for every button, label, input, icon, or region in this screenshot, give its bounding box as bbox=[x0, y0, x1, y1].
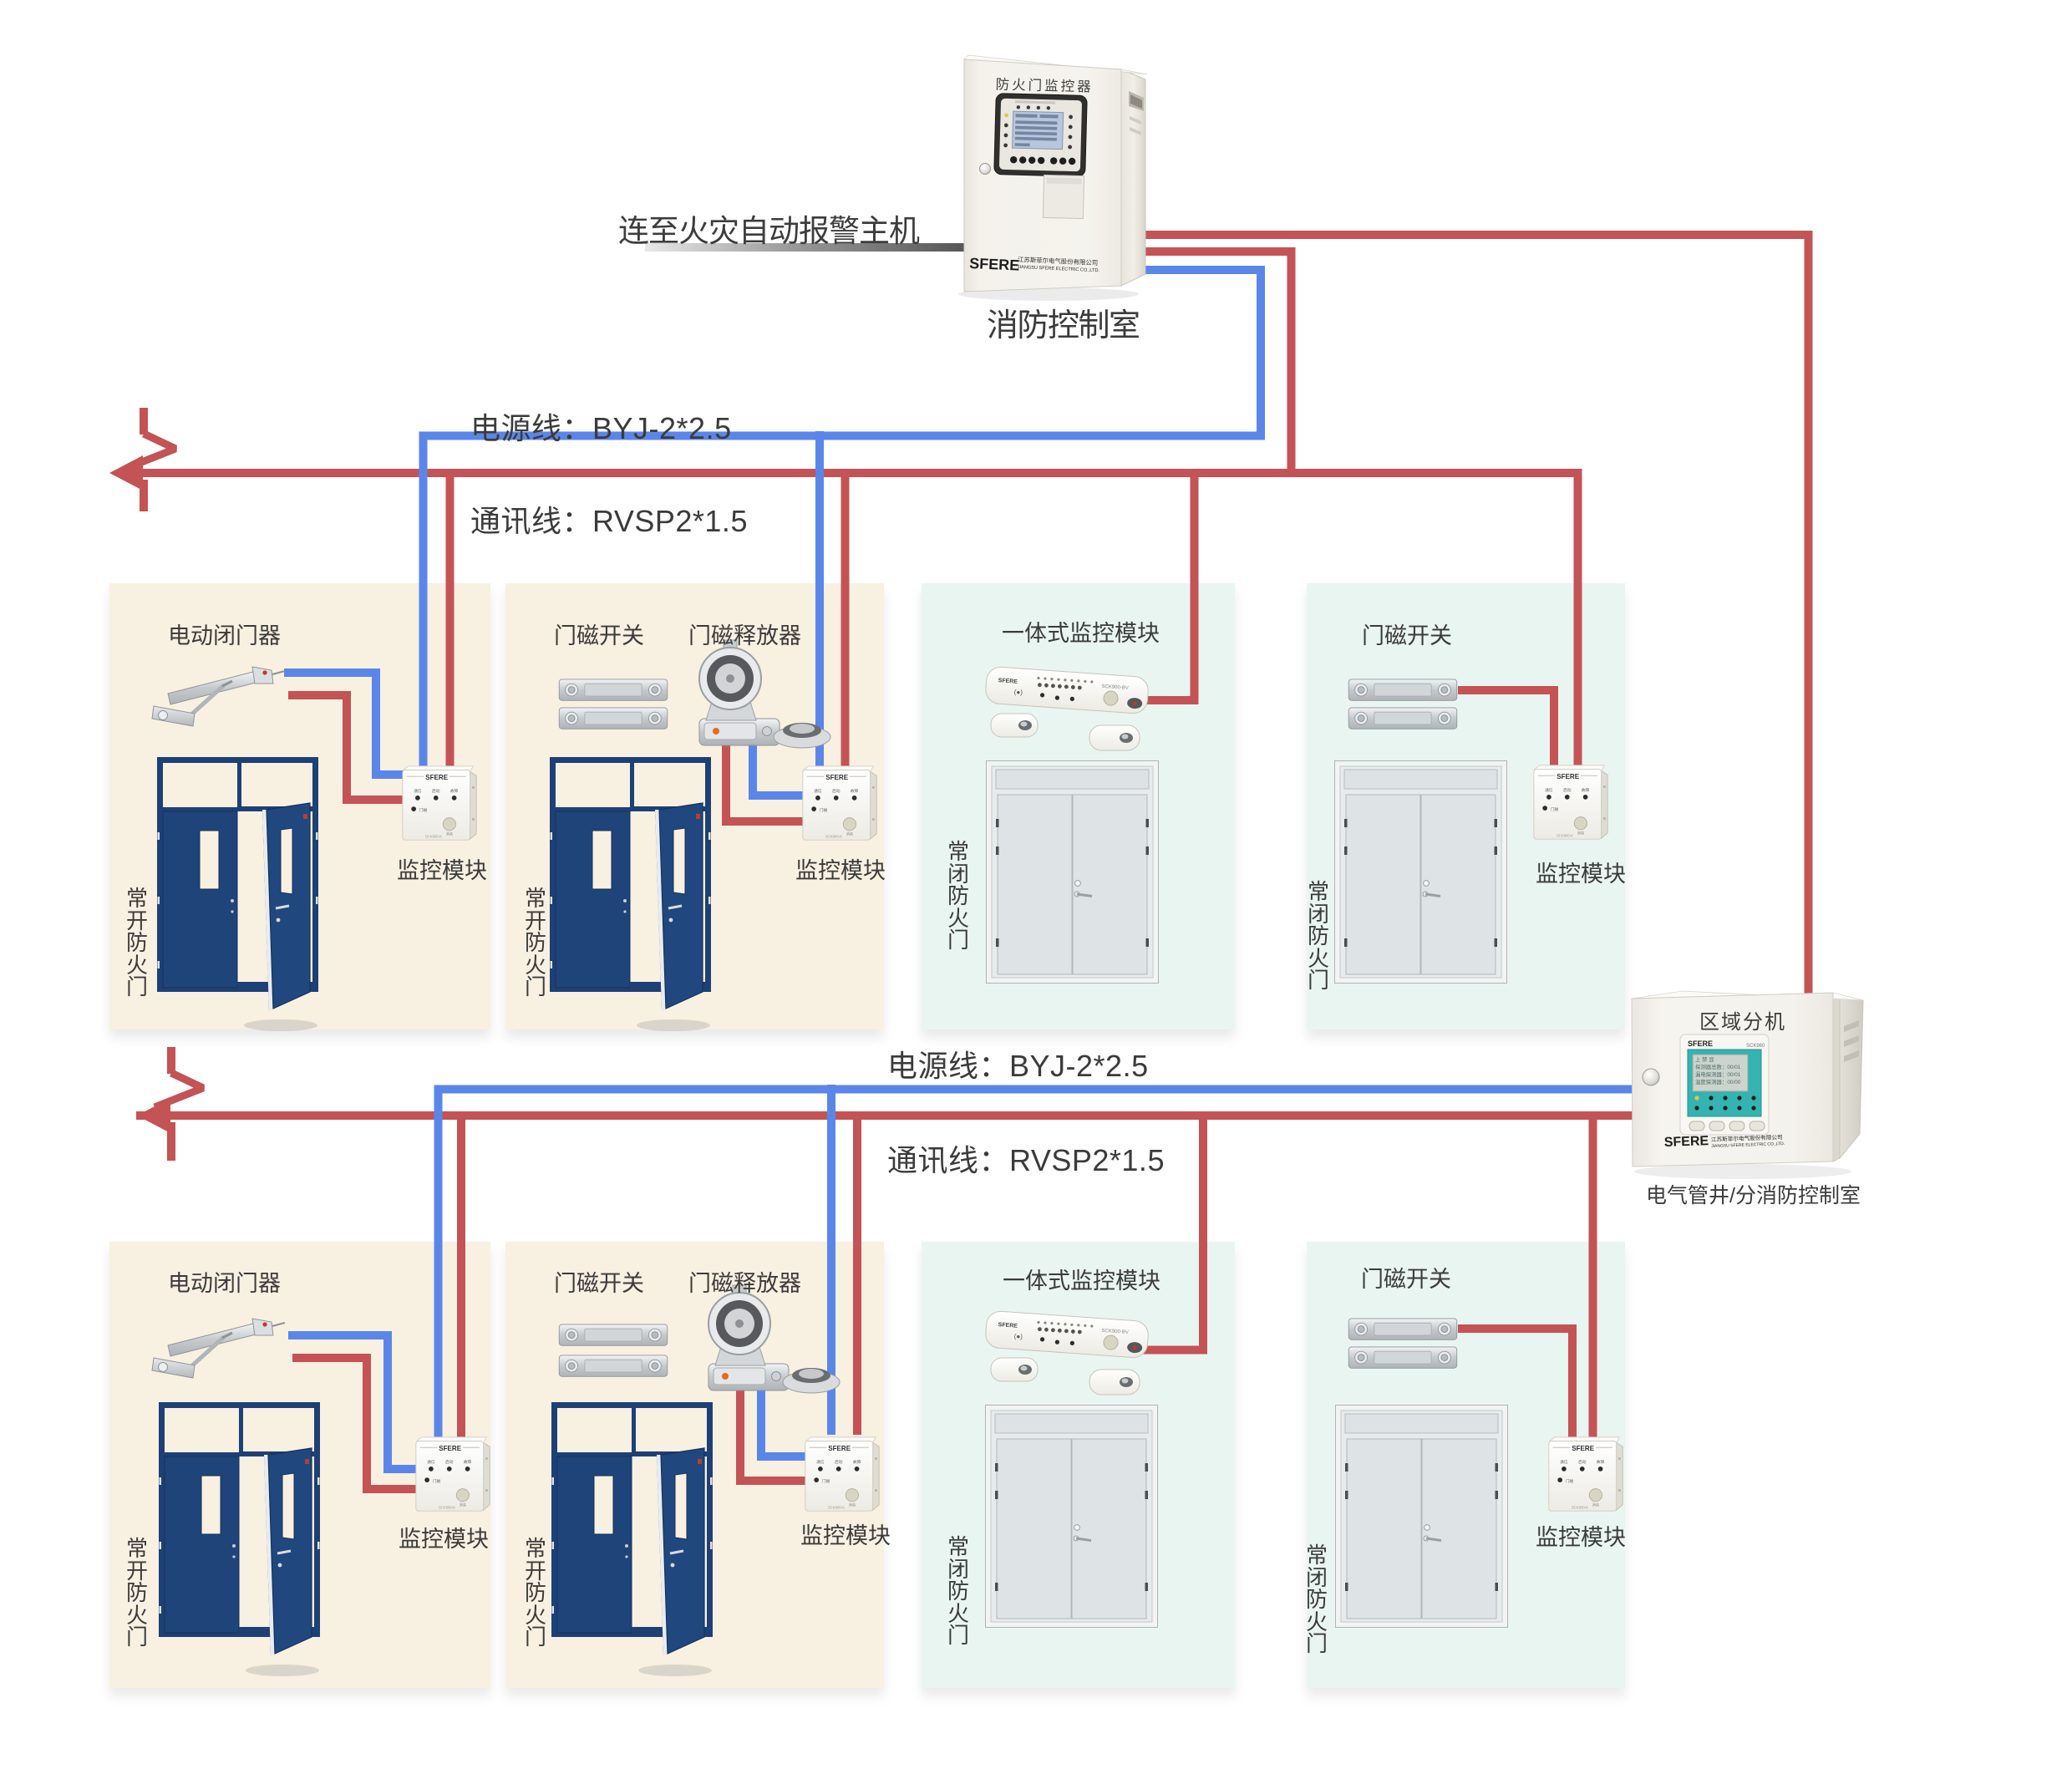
svg-text:江苏斯菲尔电气股份有限公司: 江苏斯菲尔电气股份有限公司 bbox=[1711, 1133, 1783, 1143]
svg-text:JIANGSU SFERE ELECTRIC CO.,LTD: JIANGSU SFERE ELECTRIC CO.,LTD. bbox=[1018, 265, 1100, 273]
svg-text:上 禁 显: 上 禁 显 bbox=[1695, 1055, 1714, 1063]
svg-text:区域分机: 区域分机 bbox=[1699, 1011, 1786, 1034]
svg-text:温度探测器：00/00: 温度探测器：00/00 bbox=[1695, 1078, 1741, 1085]
svg-text:江苏斯菲尔电气股份有限公司: 江苏斯菲尔电气股份有限公司 bbox=[1018, 256, 1098, 267]
svg-text:防火门监控器: 防火门监控器 bbox=[995, 76, 1093, 94]
svg-text:SFERE: SFERE bbox=[1664, 1134, 1709, 1150]
svg-text:探测器总数：00/01: 探测器总数：00/01 bbox=[1695, 1063, 1741, 1070]
svg-text:SFERE: SFERE bbox=[969, 255, 1020, 274]
svg-text:SCK960: SCK960 bbox=[1746, 1044, 1765, 1049]
svg-text:JIANGSU SFERE ELECTRIC CO.,LTD: JIANGSU SFERE ELECTRIC CO.,LTD. bbox=[1711, 1141, 1785, 1149]
svg-text:漏电探测器：00/01: 漏电探测器：00/01 bbox=[1695, 1070, 1741, 1078]
svg-text:SFERE: SFERE bbox=[1688, 1040, 1713, 1048]
